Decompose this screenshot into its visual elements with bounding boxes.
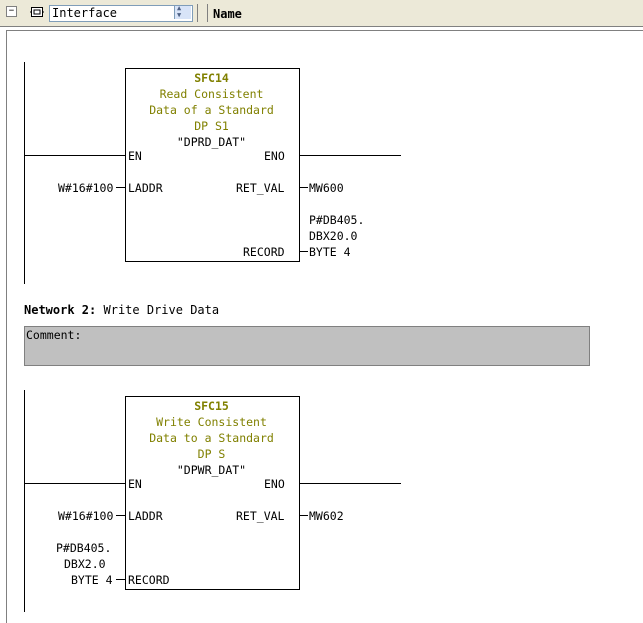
interface-icon — [30, 7, 44, 17]
collapse-toggle-icon[interactable]: − — [6, 6, 17, 17]
network-title: Write Drive Data — [103, 303, 220, 317]
operand-laddr[interactable]: W#16#100 — [58, 509, 114, 523]
operand-record-line[interactable]: BYTE 4 — [309, 245, 351, 259]
ret-val-wire — [299, 515, 308, 516]
pin-ret-val: RET_VAL — [236, 181, 285, 195]
network-comment-box[interactable] — [24, 326, 590, 366]
operand-laddr[interactable]: W#16#100 — [58, 181, 114, 195]
block-description-line: DP S — [197, 447, 226, 461]
block-symbol: "DPWR_DAT" — [176, 463, 247, 477]
operand-record-line[interactable]: P#DB405. — [309, 213, 365, 227]
en-wire — [24, 155, 125, 156]
block-description-line: Data to a Standard — [149, 431, 274, 445]
column-header-name[interactable]: Name — [213, 7, 242, 21]
pin-laddr: LADDR — [128, 509, 163, 523]
interface-selector[interactable] — [49, 5, 193, 22]
spin-down-icon[interactable]: ▼ — [177, 11, 182, 19]
operand-record-line[interactable]: DBX20.0 — [309, 229, 358, 243]
operand-ret-val[interactable]: MW602 — [309, 509, 344, 523]
block-description-line: Write Consistent — [156, 415, 267, 429]
laddr-wire — [116, 187, 125, 188]
operand-record-line[interactable]: DBX2.0 — [64, 557, 106, 571]
eno-wire — [299, 155, 401, 156]
pin-laddr: LADDR — [128, 181, 163, 195]
block-description-line: Data of a Standard — [149, 103, 274, 117]
network-label: Network 2 — [24, 303, 90, 317]
spin-up-icon[interactable]: ▲ — [177, 4, 182, 12]
block-symbol: "DPRD_DAT" — [176, 135, 247, 149]
ret-val-wire — [299, 187, 308, 188]
toolbar-divider — [207, 4, 208, 22]
en-wire — [24, 483, 125, 484]
network-colon: : — [89, 303, 97, 317]
operand-record-line[interactable]: P#DB405. — [56, 541, 112, 555]
pin-record: RECORD — [243, 245, 285, 259]
pin-eno: ENO — [264, 477, 285, 491]
pin-eno: ENO — [264, 149, 285, 163]
pin-en: EN — [128, 149, 142, 163]
record-wire — [116, 579, 125, 580]
record-wire — [299, 251, 308, 252]
block-number: SFC15 — [194, 399, 229, 413]
pin-record: RECORD — [128, 573, 170, 587]
interface-spin-button[interactable] — [174, 6, 191, 19]
pin-en: EN — [128, 477, 142, 491]
power-rail — [24, 390, 25, 612]
laddr-wire — [116, 515, 125, 516]
power-rail — [24, 62, 25, 284]
pin-ret-val: RET_VAL — [236, 509, 285, 523]
operand-ret-val[interactable]: MW600 — [309, 181, 344, 195]
sfc14-block[interactable] — [125, 68, 300, 262]
editor-frame-top — [6, 30, 643, 31]
block-number: SFC14 — [194, 71, 229, 85]
toolbar-divider — [197, 4, 198, 22]
comment-label: Comment: — [26, 328, 82, 342]
operand-record-line[interactable]: BYTE 4 — [71, 573, 113, 587]
network-2-header[interactable]: Network 2: Write Drive Data — [24, 302, 219, 318]
block-description-line: DP S1 — [194, 119, 229, 133]
editor-frame-left — [6, 30, 7, 623]
interface-label: Interface — [52, 6, 118, 20]
block-description-line: Read Consistent — [159, 87, 264, 101]
eno-wire — [299, 483, 401, 484]
sfc15-block[interactable] — [125, 396, 300, 590]
